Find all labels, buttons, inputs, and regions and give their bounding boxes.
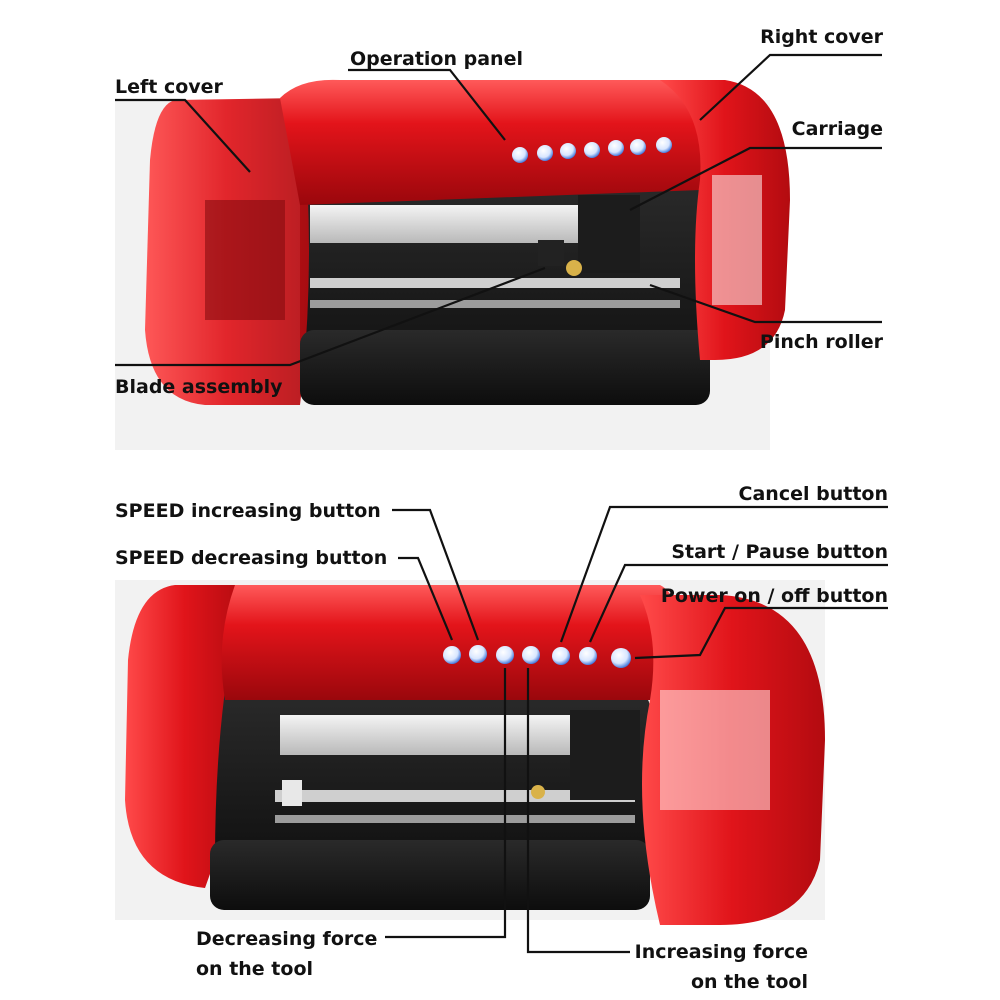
top-blade-holder	[538, 240, 564, 266]
bottom-carriage	[570, 710, 640, 800]
top-button-1	[512, 147, 528, 163]
label-speed-increasing: SPEED increasing button	[115, 500, 381, 522]
top-carriage	[578, 195, 640, 273]
top-operation-buttons	[512, 137, 672, 163]
leader-blade-assembly	[115, 266, 546, 367]
top-front-bar	[300, 330, 710, 405]
top-button-5	[608, 140, 624, 156]
label-cancel: Cancel button	[739, 483, 888, 505]
label-decreasing-force-line2: on the tool	[196, 958, 313, 980]
top-button-7	[656, 137, 672, 153]
label-left-cover: Left cover	[115, 76, 224, 98]
top-button-6	[630, 139, 646, 155]
label-decreasing-force-line1: Decreasing force	[196, 928, 377, 950]
bottom-pinch-roller	[531, 785, 545, 799]
label-carriage: Carriage	[792, 118, 883, 140]
top-leader-lines	[115, 53, 882, 367]
button-speed-increase	[469, 645, 487, 663]
top-rail	[310, 205, 590, 243]
label-blade-assembly: Blade assembly	[115, 376, 283, 398]
label-operation-panel: Operation panel	[350, 48, 523, 70]
leader-increasing-force	[526, 668, 630, 954]
label-increasing-force-line1: Increasing force	[635, 941, 808, 963]
top-pinch-roller	[566, 260, 582, 276]
button-start-pause	[579, 647, 597, 665]
leader-start-pause	[588, 563, 888, 643]
label-power: Power on / off button	[661, 585, 888, 607]
button-speed-decrease	[443, 646, 461, 664]
leader-right-cover	[699, 53, 882, 121]
leader-operation-panel	[348, 68, 506, 141]
bottom-rail	[280, 715, 580, 755]
leader-power	[634, 606, 888, 660]
leader-decreasing-force	[385, 668, 507, 939]
bottom-plotter-illustration	[115, 580, 825, 925]
label-speed-decreasing: SPEED decreasing button	[115, 547, 387, 569]
top-body-shell	[280, 79, 708, 205]
bottom-leader-lines	[385, 505, 888, 954]
button-force-increase	[522, 646, 540, 664]
bottom-operation-buttons	[443, 645, 631, 668]
button-force-decrease	[496, 646, 514, 664]
top-button-2	[537, 145, 553, 161]
label-right-cover: Right cover	[760, 26, 884, 48]
label-increasing-force-line2: on the tool	[691, 971, 808, 993]
label-pinch-roller: Pinch roller	[760, 331, 884, 353]
bottom-front-bar	[210, 840, 650, 910]
leader-left-cover	[115, 98, 251, 173]
button-power	[611, 648, 631, 668]
top-button-4	[584, 142, 600, 158]
label-start-pause: Start / Pause button	[671, 541, 888, 563]
leader-speed-decreasing	[398, 556, 454, 641]
button-cancel	[552, 647, 570, 665]
top-button-3	[560, 143, 576, 159]
leader-cancel	[559, 505, 888, 643]
bottom-body-shell	[221, 585, 683, 700]
top-plotter-illustration	[115, 79, 790, 450]
leader-pinch-roller	[649, 283, 882, 324]
leader-speed-increasing	[392, 508, 480, 641]
leader-carriage	[629, 146, 882, 211]
bottom-left-cover	[125, 585, 245, 888]
